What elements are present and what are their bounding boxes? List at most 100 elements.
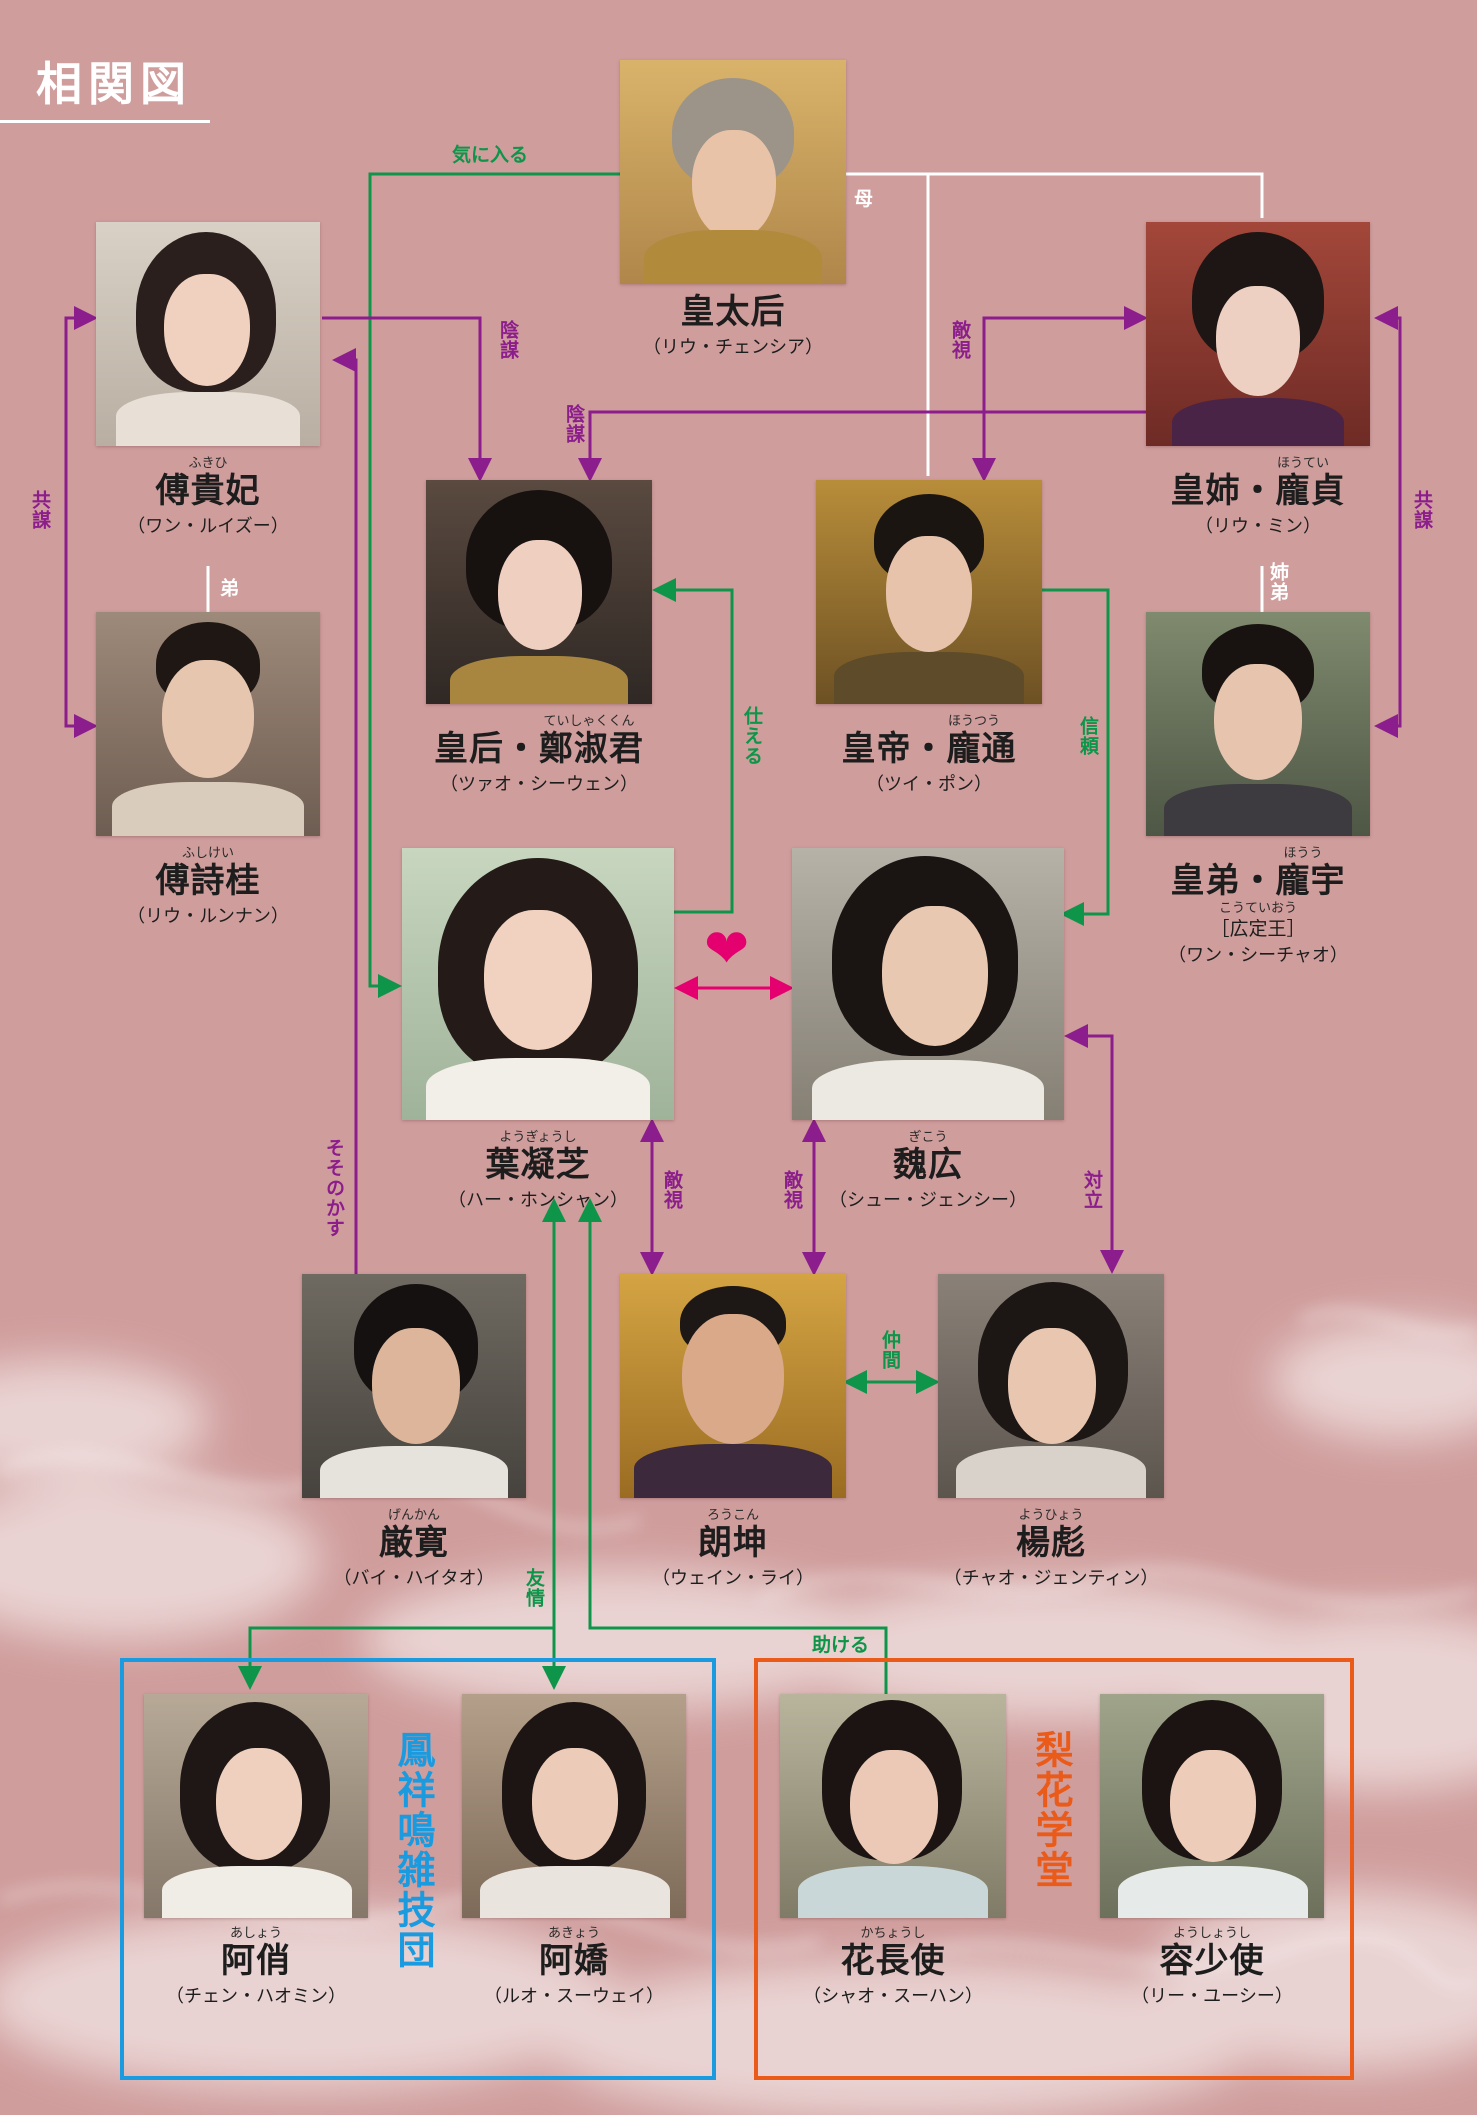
- name-youhyou: 楊彪: [1016, 1523, 1086, 1563]
- group-box-acrobat: [120, 1658, 716, 2080]
- label-tekishi-gi: 敵視: [781, 1170, 803, 1210]
- photo-you: [402, 848, 674, 1120]
- name-ashou: 阿俏: [221, 1941, 291, 1981]
- ruby-ashou: あしょう: [229, 1926, 282, 1941]
- name-koutei2: 皇弟・龐宇: [1170, 861, 1346, 901]
- name-akyou: 阿嬌: [539, 1941, 609, 1981]
- heart-icon: ❤: [704, 917, 750, 980]
- family-lines: [206, 172, 1264, 612]
- caption-gi: ぎこう 魏広 （シュー・ジェンシー）: [829, 1130, 1027, 1215]
- line-kyoubou-left: [64, 306, 98, 738]
- actor-koushi: （リウ・ミン）: [1195, 516, 1321, 537]
- group-box-school: [754, 1658, 1354, 2080]
- photo-fuki: [96, 222, 320, 446]
- caption-koutei: ほうつう 皇帝・龐通 （ツイ・ポン）: [842, 714, 1017, 799]
- label-otouto: 弟: [217, 578, 239, 598]
- actor-koutei2: （ワン・シーチャオ）: [1168, 945, 1348, 966]
- label-kyoubou-left: 共謀: [29, 490, 51, 530]
- label-ane-otouto: 姉弟: [1267, 562, 1289, 602]
- label-kyoubou-right: 共謀: [1411, 490, 1433, 530]
- purple-lines: [64, 306, 1402, 1276]
- name-fushi: 傅詩桂: [155, 861, 261, 901]
- name-koutei: 皇帝・龐通: [841, 729, 1017, 769]
- name-you: 葉凝芝: [485, 1145, 591, 1185]
- photo-akyou: [462, 1694, 686, 1918]
- actor-you-shoushi: （リー・ユーシー）: [1131, 1986, 1293, 2007]
- actor-roukon: （ウェイン・ライ）: [652, 1568, 814, 1589]
- ruby-koutei2-title: こうていおう: [1218, 901, 1298, 916]
- photo-kachou: [780, 1694, 1006, 1918]
- caption-youhyou: ようひょう 楊彪 （チャオ・ジェンティン）: [944, 1508, 1159, 1593]
- actor-akyou: （ルオ・スーウェイ）: [484, 1986, 664, 2007]
- label-kiniiru: 気に入る: [452, 144, 529, 166]
- title-koutei2: ［広定王］: [1210, 918, 1306, 940]
- line-shinrai: [1042, 588, 1110, 926]
- name-kachou: 花長使: [840, 1941, 946, 1981]
- ruby-kachou: かちょうし: [860, 1926, 926, 1941]
- caption-kachou: かちょうし 花長使 （シャオ・スーハン）: [803, 1926, 983, 2011]
- label-tasukeru: 助ける: [812, 1634, 870, 1656]
- photo-genkan: [302, 1274, 526, 1498]
- line-yuujou: [238, 1198, 566, 1690]
- label-shinrai: 信頼: [1077, 716, 1099, 756]
- actor-genkan: （バイ・ハイタオ）: [333, 1568, 495, 1589]
- label-haha: 母: [854, 188, 874, 210]
- ruby-kougou: ていしゃくくん: [543, 714, 635, 729]
- photo-ashou: [144, 1694, 368, 1918]
- label-tekishi-you: 敵視: [661, 1170, 683, 1210]
- caption-kouta: 皇太后 （リウ・チェンシア）: [643, 292, 823, 362]
- line-sosonokasu: [332, 348, 358, 1274]
- caption-roukon: ろうこん 朗坤 （ウェイン・ライ）: [652, 1508, 814, 1593]
- line-kiniiru: [368, 172, 620, 998]
- actor-koutei: （ツイ・ポン）: [866, 774, 992, 795]
- ruby-youhyou: ようひょう: [1018, 1508, 1084, 1523]
- caption-akyou: あきょう 阿嬌 （ルオ・スーウェイ）: [484, 1926, 664, 2011]
- green-lines: [238, 172, 1110, 1694]
- ruby-genkan: げんかん: [387, 1508, 441, 1523]
- caption-fushi: ふしけい 傅詩桂 （リウ・ルンナン）: [127, 846, 289, 931]
- group-name-school: 梨花学堂: [1029, 1730, 1073, 1890]
- photo-koutei2: [1146, 612, 1370, 836]
- photo-kougou: [426, 480, 652, 704]
- ruby-fuki: ふきひ: [188, 456, 228, 471]
- actor-youhyou: （チャオ・ジェンティン）: [943, 1568, 1159, 1589]
- label-inbou-a: 陰謀: [497, 320, 519, 360]
- name-kouta: 皇太后: [680, 292, 786, 332]
- actor-ashou: （チェン・ハオミン）: [166, 1986, 346, 2007]
- name-you-shoushi: 容少使: [1159, 1941, 1265, 1981]
- photo-youhyou: [938, 1274, 1164, 1498]
- actor-fushi: （リウ・ルンナン）: [127, 906, 289, 927]
- photo-gi: [792, 848, 1064, 1120]
- actor-fuki: （ワン・ルイズー）: [127, 516, 289, 537]
- ruby-koushi: ほうてい: [1276, 456, 1329, 471]
- ruby-fushi: ふしけい: [181, 846, 235, 861]
- actor-gi: （シュー・ジェンシー）: [829, 1190, 1027, 1211]
- label-inbou-b: 陰謀: [563, 404, 585, 444]
- line-tsukaeru: [652, 578, 734, 914]
- ruby-koutei: ほうつう: [947, 714, 1000, 729]
- name-koushi: 皇姉・龐貞: [1170, 471, 1346, 511]
- caption-koutei2: ほうう 皇弟・龐宇 こうていおう ［広定王］ （ワン・シーチャオ）: [1168, 846, 1348, 970]
- label-tairitsu: 対立: [1081, 1170, 1103, 1210]
- ruby-gi: ぎこう: [908, 1130, 948, 1145]
- caption-ashou: あしょう 阿俏 （チェン・ハオミン）: [166, 1926, 346, 2011]
- actor-kouta: （リウ・チェンシア）: [643, 337, 823, 358]
- photo-koutei: [816, 480, 1042, 704]
- actor-kougou: （ツァオ・シーウェン）: [440, 774, 638, 795]
- line-kyoubou-right: [1374, 306, 1402, 738]
- label-sosonokasu: そそのかす: [323, 1138, 345, 1238]
- page-title: 相関図: [36, 57, 192, 111]
- ruby-you-shoushi: ようしょうし: [1172, 1926, 1252, 1941]
- line-tekishi-top: [972, 306, 1148, 482]
- photo-kouta: [620, 60, 846, 284]
- title-underline: [0, 120, 210, 123]
- label-yuujou: 友情: [523, 1568, 545, 1608]
- label-tekishi-top: 敵視: [949, 320, 971, 360]
- ruby-koutei2: ほうう: [1283, 846, 1323, 861]
- line-inbou-a: [322, 316, 492, 482]
- photo-roukon: [620, 1274, 846, 1498]
- caption-you-shoushi: ようしょうし 容少使 （リー・ユーシー）: [1131, 1926, 1293, 2011]
- actor-kachou: （シャオ・スーハン）: [803, 1986, 983, 2007]
